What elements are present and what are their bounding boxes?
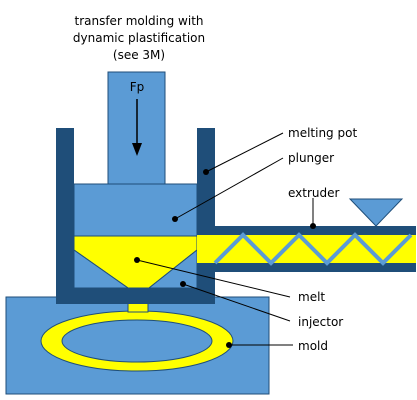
- label-plunger: plunger: [288, 151, 334, 165]
- dot-extruder: [310, 223, 316, 229]
- caption-line-3: (see 3M): [113, 48, 165, 62]
- label-injector: injector: [298, 315, 343, 329]
- caption-line-1: transfer molding with: [74, 14, 203, 28]
- dot-melting-pot: [203, 169, 209, 175]
- melting-pot-walls: [56, 128, 215, 304]
- leader-melting-pot: [205, 132, 284, 173]
- leader-plunger: [174, 157, 284, 220]
- leader-melt: [136, 259, 291, 298]
- extruder-barrel-bottom: [215, 263, 416, 272]
- extruder-hopper: [348, 198, 404, 227]
- plunger-body: [73, 183, 198, 237]
- dot-injector: [180, 281, 186, 287]
- dot-mold: [226, 342, 232, 348]
- label-mold: mold: [298, 339, 328, 353]
- force-label: Fp: [130, 80, 145, 94]
- label-melting-pot: melting pot: [288, 126, 357, 140]
- caption-line-2: dynamic plastification: [73, 31, 205, 45]
- label-melt: melt: [298, 290, 325, 304]
- force-arrow-head: [132, 143, 142, 156]
- dot-plunger: [172, 216, 178, 222]
- dot-melt: [134, 257, 140, 263]
- extruder-screw: [213, 232, 413, 266]
- mold-cavity-core: [61, 319, 213, 363]
- leader-injector: [182, 283, 291, 322]
- extruder-barrel-top: [197, 226, 416, 235]
- label-extruder: extruder: [288, 186, 340, 200]
